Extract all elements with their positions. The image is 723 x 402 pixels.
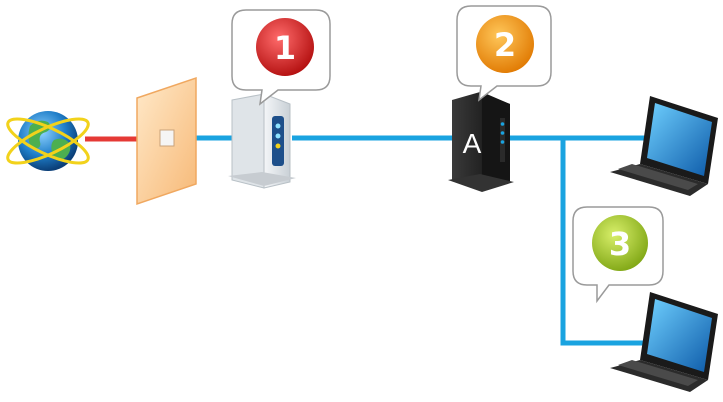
number-badge-2 [476, 15, 534, 73]
callout-number-2: 2 [494, 26, 516, 64]
modem-icon [228, 93, 296, 189]
link-router-to-laptop-bottom [560, 138, 650, 346]
callout-number-3: 3 [609, 225, 631, 263]
laptop-icon [610, 96, 718, 196]
callout-number-1: 1 [274, 29, 296, 67]
router-icon: A [448, 92, 514, 192]
callout-2: 2 [456, 5, 552, 102]
callout-1: 1 [231, 9, 331, 106]
number-badge-1 [256, 18, 314, 76]
number-badge-3 [592, 215, 648, 271]
wall-outlet-icon [136, 76, 197, 206]
callout-3: 3 [572, 206, 664, 304]
globe-icon [6, 111, 90, 171]
router-label: A [463, 128, 482, 159]
laptop-icon [610, 292, 718, 392]
